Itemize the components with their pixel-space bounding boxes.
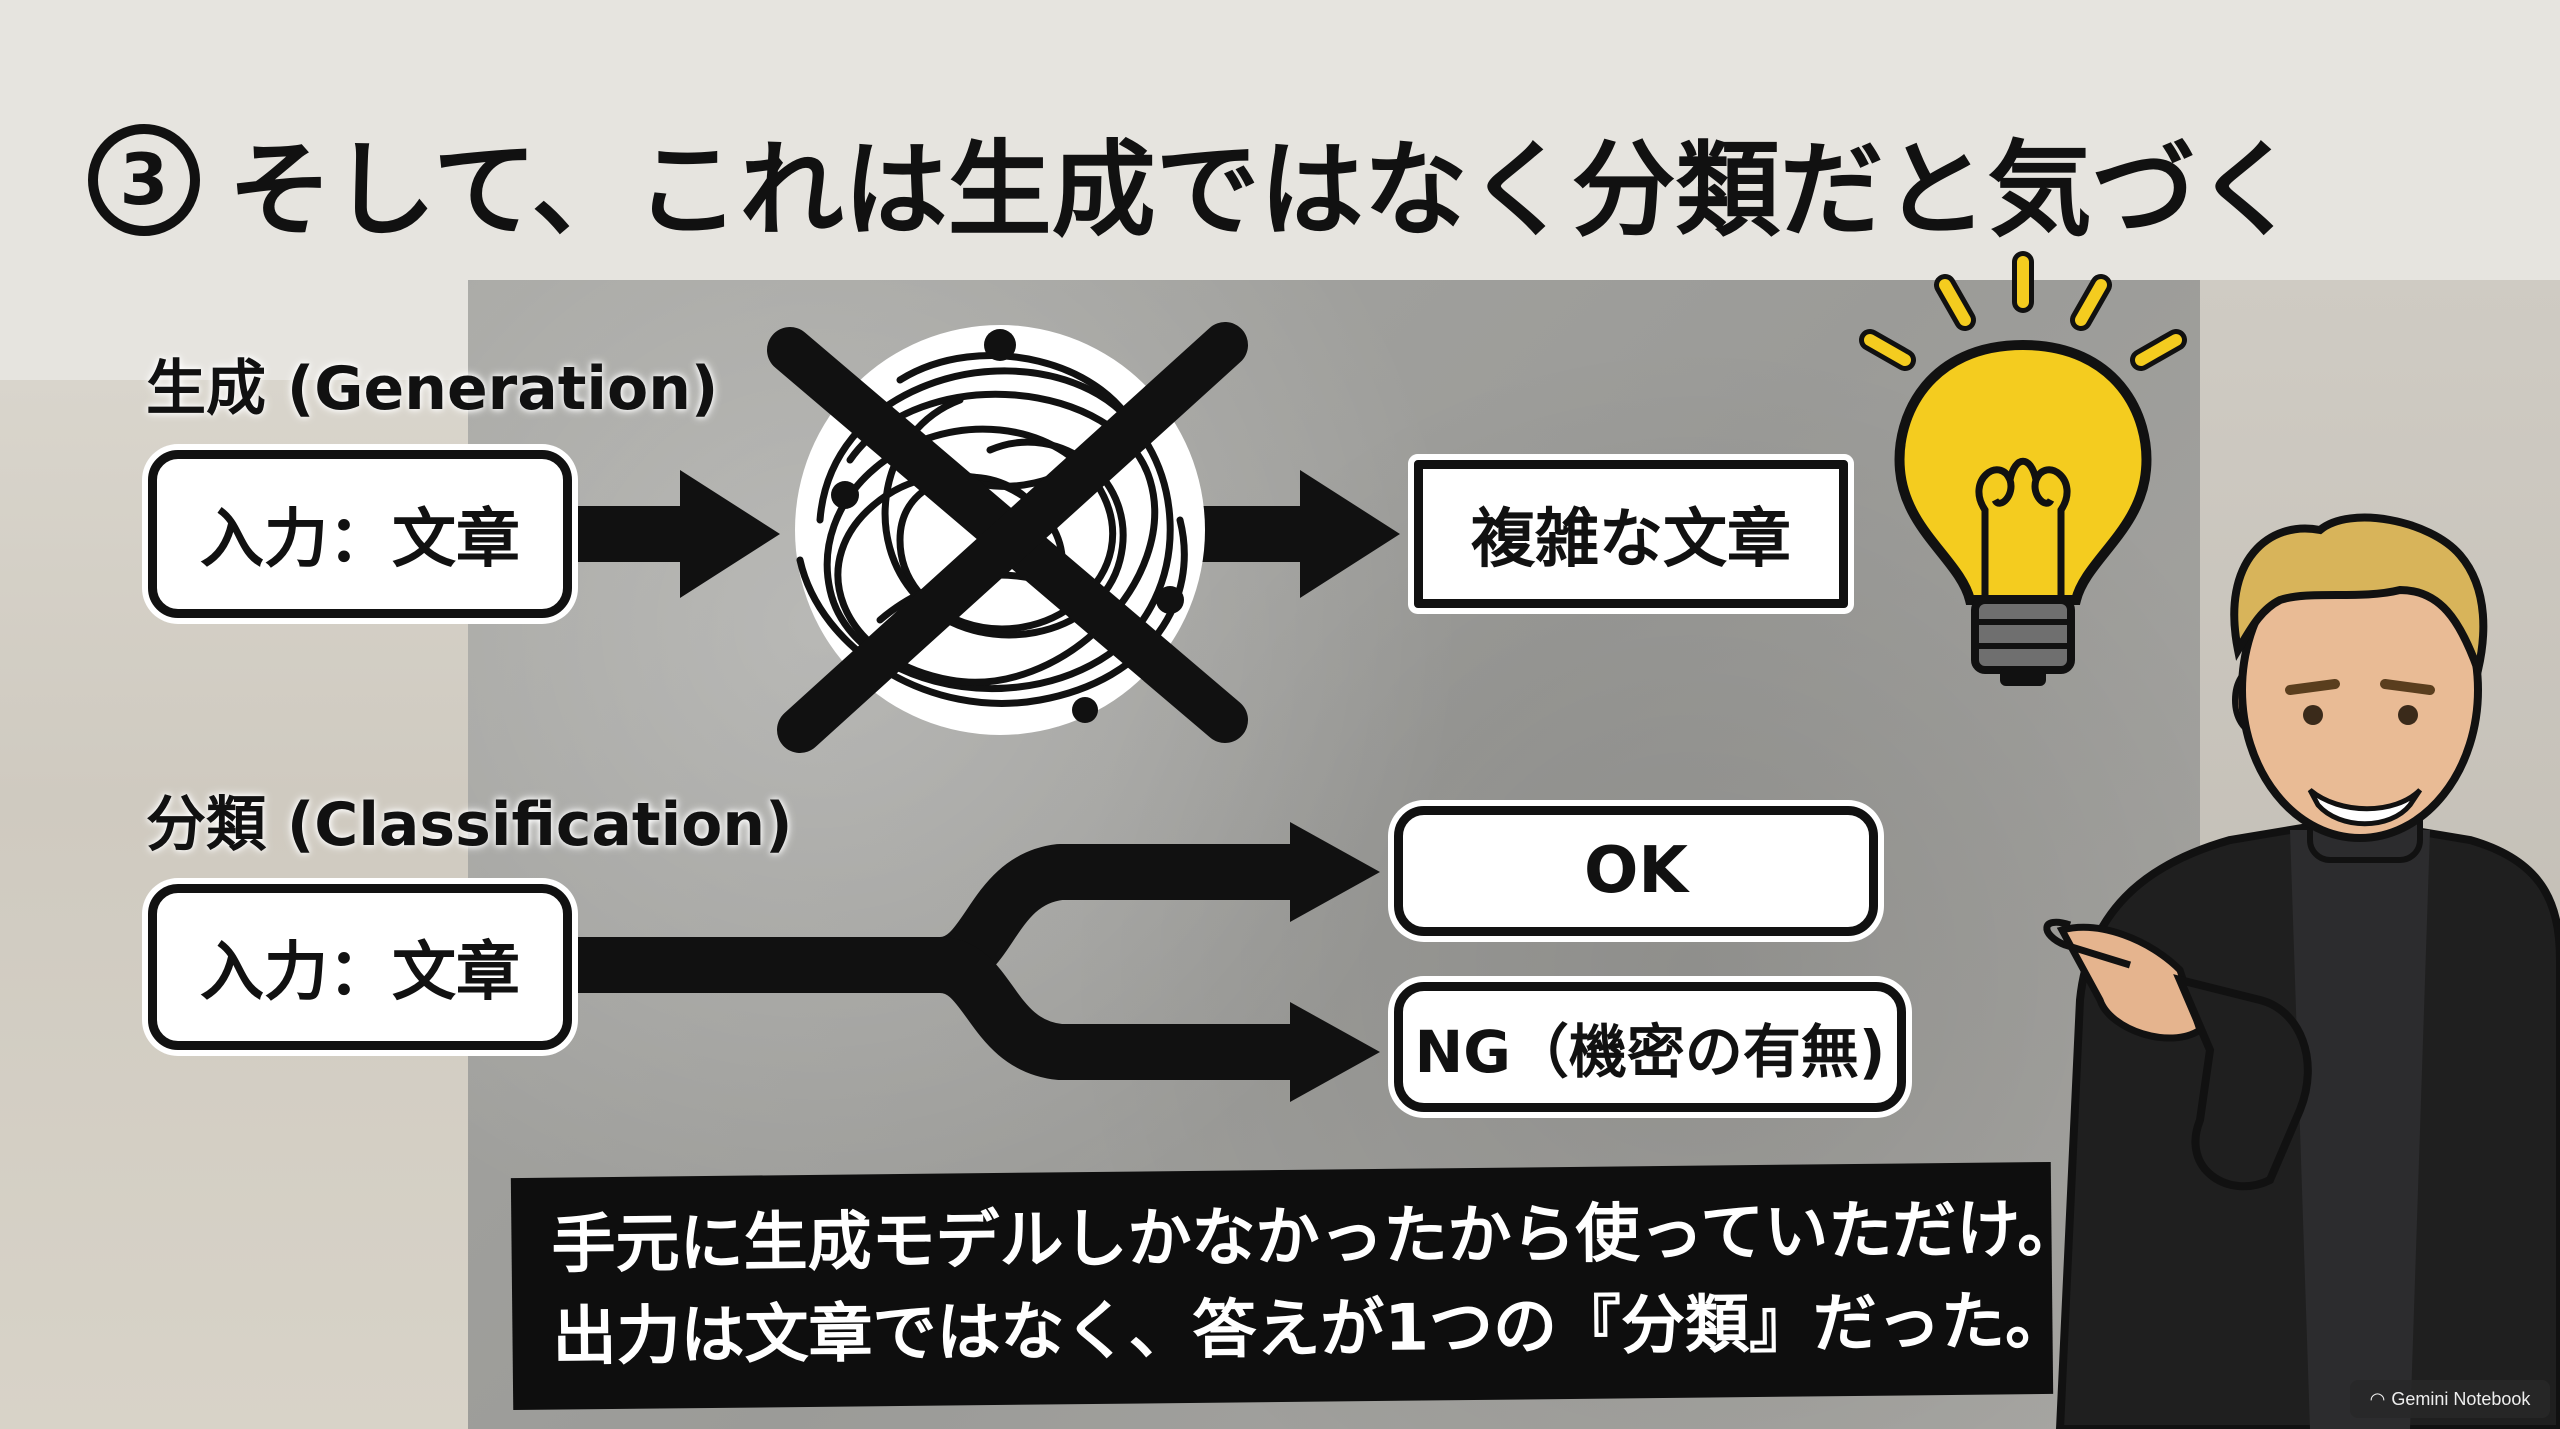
caption-box: 手元に生成モデルしかなかったから使っていただけ。 出力は文章ではなく、答えが1つ… (510, 1161, 2082, 1411)
ng-arrow-head (1290, 1002, 1380, 1102)
ok-output-box: OK (1394, 806, 1878, 936)
classification-label: 分類 (Classification) (146, 790, 793, 860)
lightbulb-icon (1859, 251, 2187, 686)
caption-line-1: 手元に生成モデルしかなかったから使っていただけ。 (551, 1192, 2082, 1283)
generation-output-box: 複雑な文章 (1414, 460, 1848, 608)
classification-input-box: 入力：文章 (148, 884, 572, 1050)
cross-out-icon (767, 322, 1248, 753)
generation-input-box: 入力：文章 (148, 450, 572, 618)
generation-arrow-1 (570, 470, 780, 598)
classification-branch-arrows (570, 844, 1300, 1080)
presenter-character (2043, 513, 2560, 1429)
step-number-badge: 3 (88, 124, 200, 236)
slide-title: 3 そして、これは生成ではなく分類だと気づく (88, 100, 2300, 260)
ng-output-box: NG（機密の有無) (1394, 982, 1906, 1112)
generation-label: 生成 (Generation) (146, 354, 719, 424)
watermark-text: Gemini Notebook (2391, 1388, 2531, 1409)
notebook-icon: ◠ (2369, 1388, 2386, 1409)
generation-arrow-2 (1180, 470, 1400, 598)
caption-line-2: 出力は文章ではなく、答えが1つの『分類』だった。 (552, 1284, 2070, 1375)
title-text: そして、これは生成ではなく分類だと気づく (228, 128, 2300, 251)
ok-arrow-head (1290, 822, 1380, 922)
gemini-notebook-badge: ◠ Gemini Notebook (2350, 1380, 2550, 1418)
